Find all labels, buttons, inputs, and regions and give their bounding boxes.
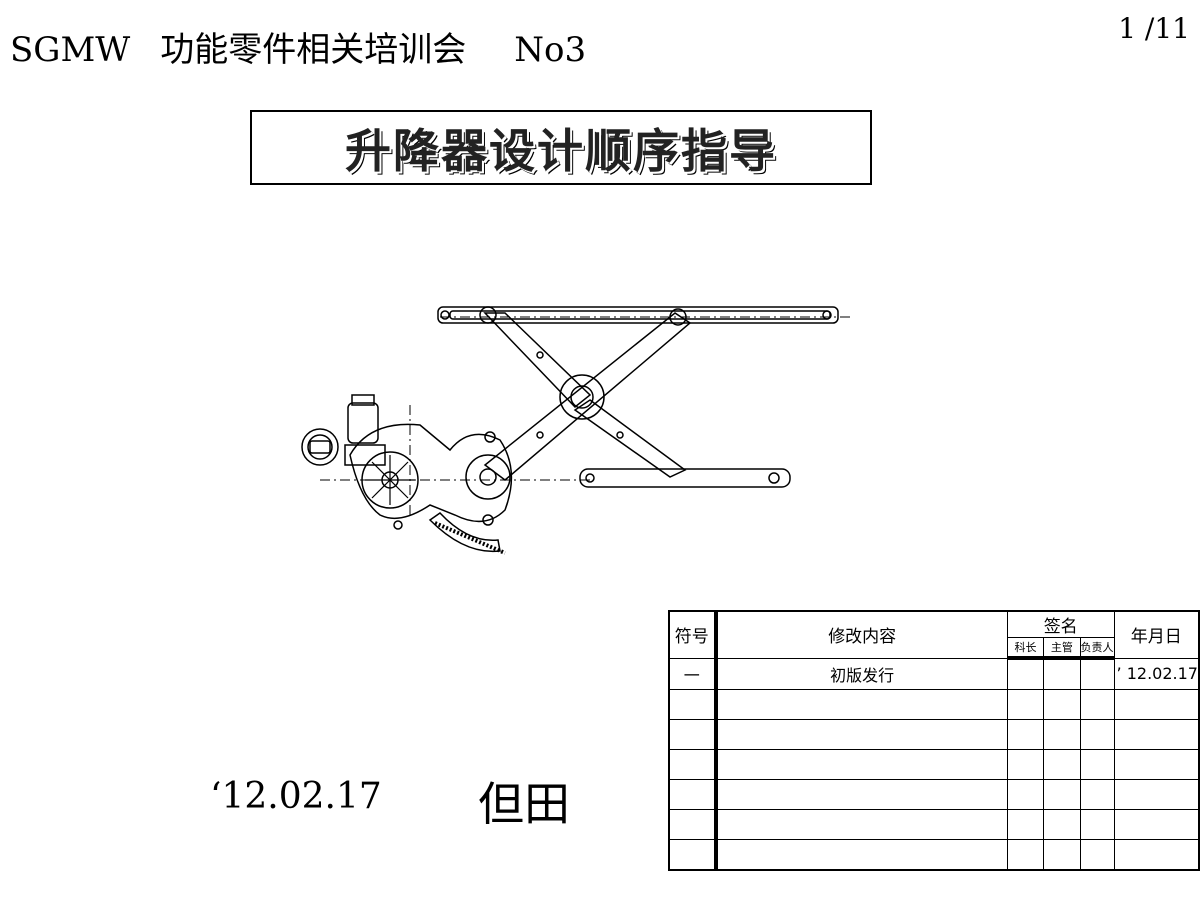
- table-row: 一 初版发行 ’ 12.02.17: [668, 657, 1200, 690]
- window-regulator-drawing: [301, 306, 850, 555]
- header-date: 年月日: [1113, 610, 1200, 659]
- table-row: [668, 839, 1200, 871]
- meeting-name: 功能零件相关培训会: [160, 30, 467, 70]
- table-row: [668, 689, 1200, 720]
- footer-date: ‘12.02.17: [210, 776, 382, 817]
- revision-table: 符号 修改内容 签名 年月日 科长 主管 负责人 一 初版发行 ’ 12.02.…: [668, 610, 1200, 871]
- header-symbol: 符号: [668, 610, 717, 659]
- table-row: [668, 719, 1200, 750]
- company-name: SGMW: [10, 30, 131, 70]
- page-title: 升降器设计顺序指导: [345, 123, 777, 178]
- row-content: 初版发行: [713, 657, 1008, 690]
- table-row: [668, 779, 1200, 810]
- header-content: 修改内容: [713, 610, 1008, 659]
- header-sign-owner: 负责人: [1079, 637, 1115, 660]
- table-row: [668, 809, 1200, 840]
- page-number: 1 /11: [1118, 12, 1190, 45]
- row-symbol: 一: [668, 657, 717, 690]
- document-number: No3: [514, 30, 587, 70]
- row-date: ’ 12.02.17: [1113, 657, 1200, 690]
- title-box: 升降器设计顺序指导: [250, 110, 872, 185]
- document-header: SGMW 功能零件相关培训会 No3: [10, 22, 586, 71]
- header-sign-manager: 主管: [1043, 637, 1081, 660]
- table-row: [668, 749, 1200, 780]
- header-sign-chief: 科长: [1006, 637, 1045, 660]
- footer-author: 但田: [478, 777, 570, 831]
- header-sign: 签名: [1006, 610, 1115, 638]
